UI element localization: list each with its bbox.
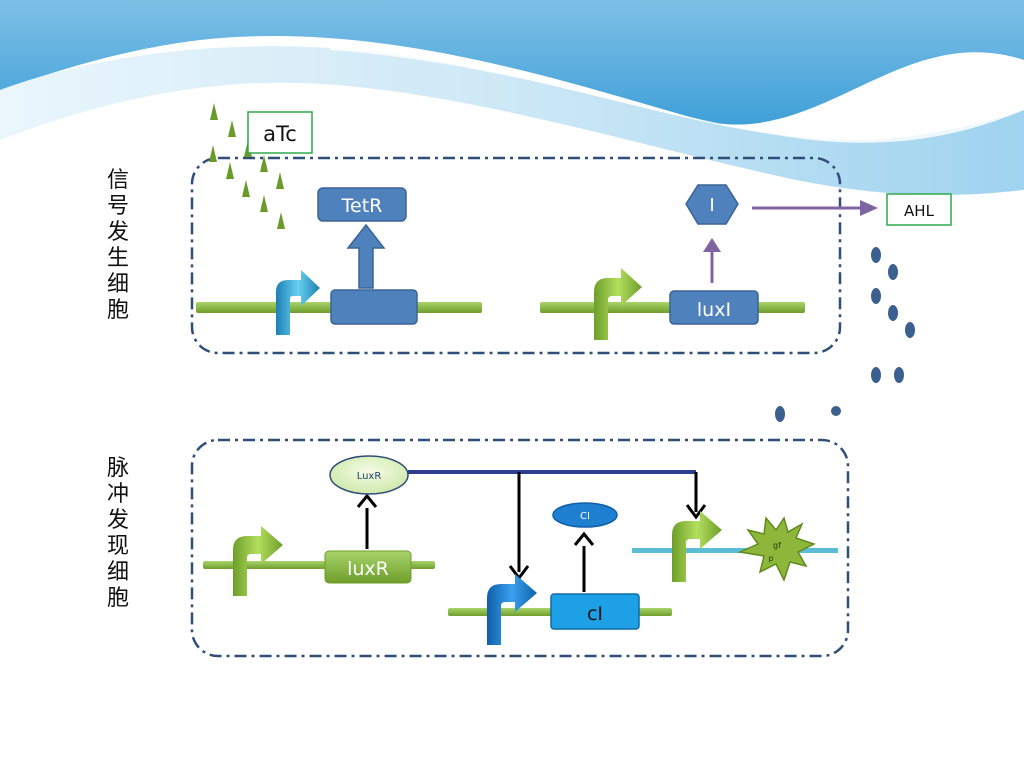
signal-cell-label-char: 细 — [106, 272, 129, 297]
arrowhead-icon — [356, 493, 378, 508]
background-decoration — [0, 0, 1024, 205]
signal-cell-label-char: 胞 — [106, 298, 129, 323]
ahl-label: AHL — [904, 202, 935, 220]
signal-cell-label-char: 生 — [106, 246, 129, 271]
luxr-gene-box — [324, 550, 412, 584]
pulse-cell-label-char: 冲 — [106, 482, 129, 507]
tetr-protein — [317, 187, 407, 222]
pulse-cell-label: 脉 冲 发 现 细 胞 — [103, 456, 133, 612]
promoter-arrow-icon — [276, 270, 320, 335]
tetr-gene-box — [330, 289, 418, 325]
signal-cell-label: 信 号 发 生 细 胞 — [103, 168, 133, 324]
signal-cell-membrane — [190, 156, 842, 355]
ahl-molecules — [775, 247, 915, 422]
tetr-expression-arrow-icon — [346, 223, 386, 289]
luxi-label: luxI — [697, 299, 731, 321]
promoter-arrow-icon — [233, 526, 283, 596]
signal-cell-label-char: 号 — [106, 194, 129, 219]
pulse-cell-label-char: 现 — [106, 534, 129, 559]
luxr-protein-label: LuxR — [357, 471, 382, 482]
luxr-protein-oval — [329, 455, 409, 495]
signal-cell-label-char: 信 — [106, 168, 129, 193]
pulse-cell-label-char: 胞 — [106, 586, 129, 611]
gfp-label-line1: gf — [773, 541, 781, 550]
promoter-arrow-icon — [487, 574, 537, 645]
signal-cell: TetR luxI I — [190, 156, 878, 355]
luxr-gene-label: luxR — [347, 558, 389, 580]
ci-protein-oval — [552, 502, 618, 528]
gfp-star — [737, 516, 816, 582]
arrowhead-icon — [860, 200, 878, 216]
atc-label-box — [247, 111, 313, 154]
ci-protein-label: CI — [580, 511, 590, 522]
arrowhead-icon — [685, 504, 707, 520]
pulse-cell-label-char: 细 — [106, 560, 129, 585]
ci-gene-box — [550, 593, 640, 630]
pulse-cell: luxR LuxR cI CI gf p — [190, 438, 850, 658]
gfp-label-line2: p — [768, 554, 773, 563]
promoter-arrow-icon — [672, 511, 722, 582]
dna-strand-gfp — [632, 548, 838, 553]
i-protein-hexagon — [685, 184, 739, 225]
luxi-gene-box — [669, 290, 759, 325]
pulse-cell-membrane — [190, 438, 850, 658]
ahl-label-box — [886, 193, 952, 226]
ci-gene-label: cI — [587, 603, 603, 625]
i-label: I — [709, 195, 714, 216]
atc-label: aTc — [263, 122, 297, 146]
pulse-cell-label-char: 脉 — [106, 456, 129, 481]
promoter-arrow-icon — [594, 268, 642, 340]
signal-cell-label-char: 发 — [106, 220, 129, 245]
arrowhead-icon — [703, 238, 721, 252]
arrowhead-icon — [573, 531, 595, 546]
pulse-cell-label-char: 发 — [106, 508, 129, 533]
tetr-label: TetR — [341, 195, 383, 217]
